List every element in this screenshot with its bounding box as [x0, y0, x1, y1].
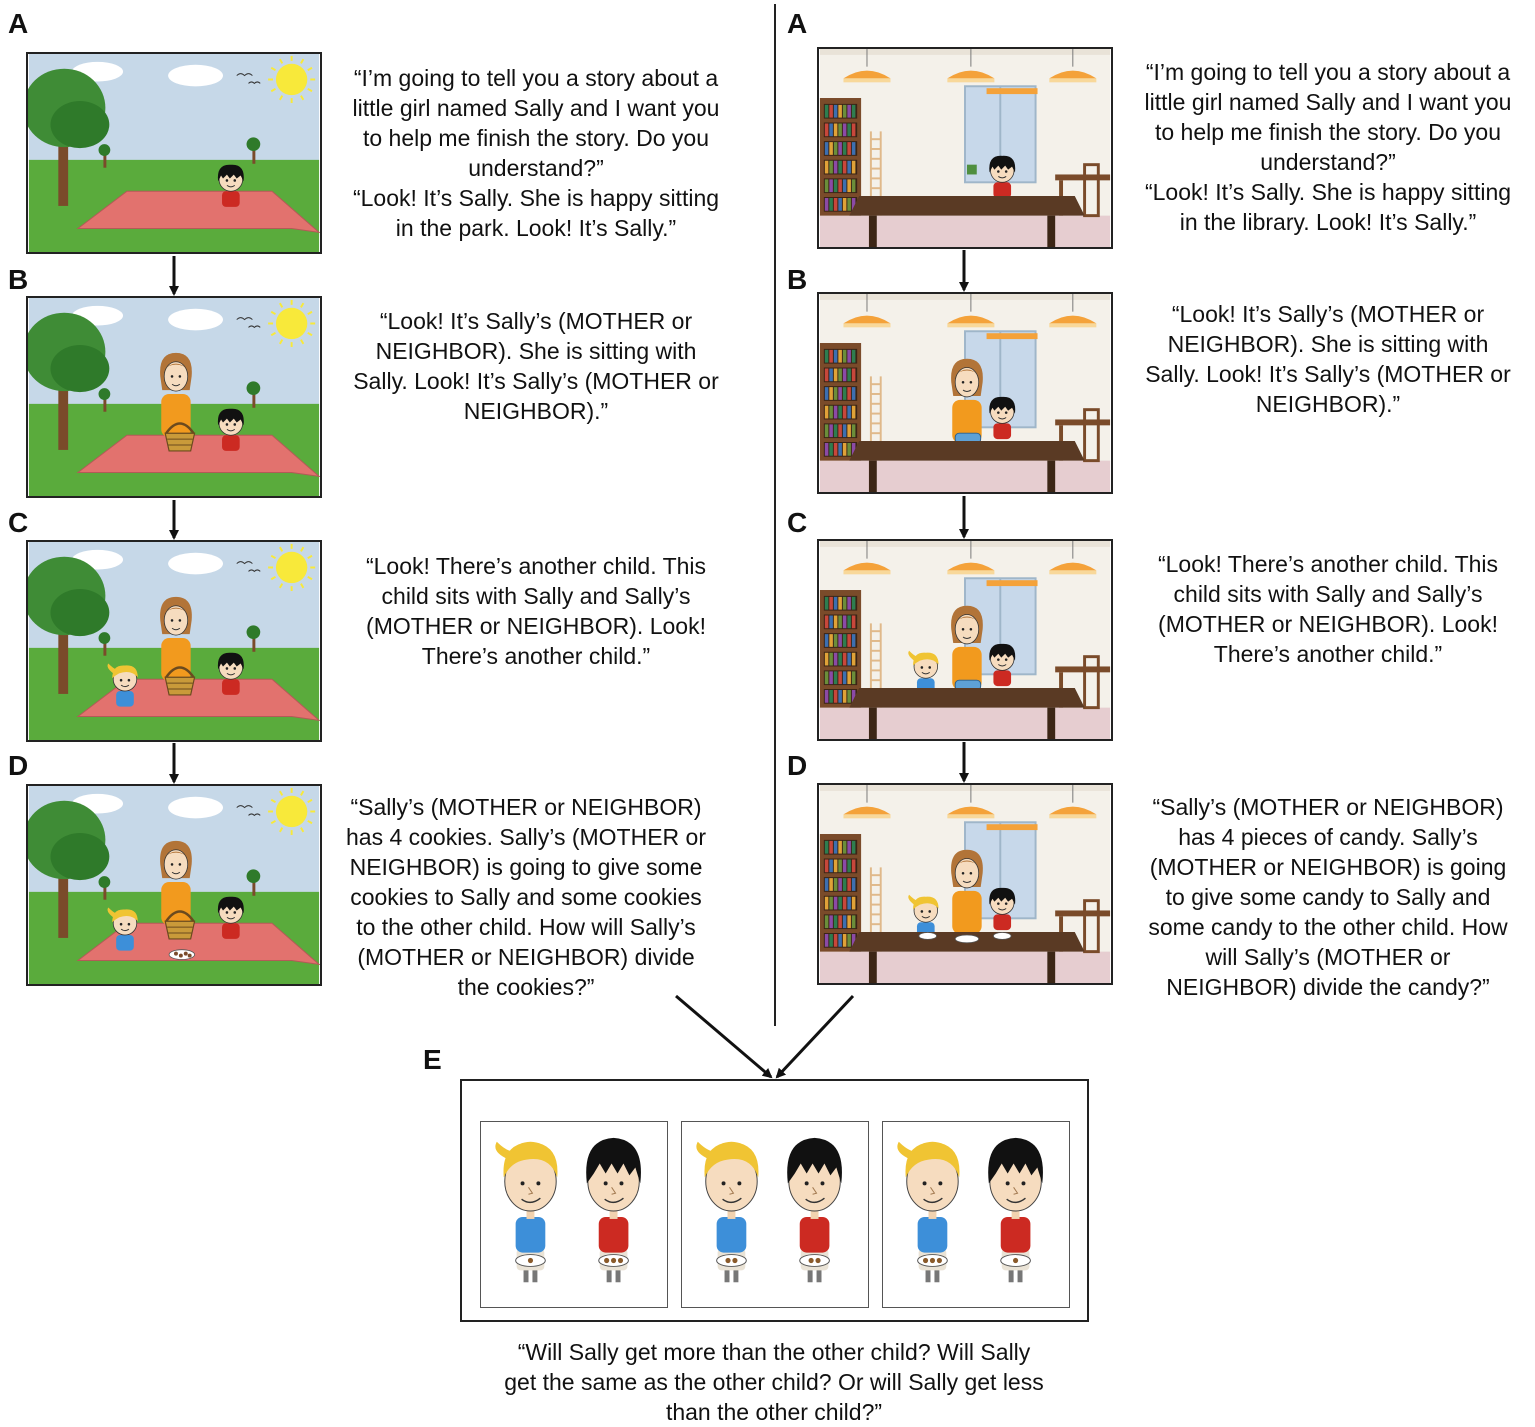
- panel-e-options-box: [460, 1079, 1089, 1322]
- left-panel-c-illustration: [26, 540, 322, 742]
- right-panel-c-label: C: [787, 507, 808, 538]
- caption-line: to help me finish the story. Do you: [1154, 119, 1502, 145]
- caption-line: “Sally’s (MOTHER or NEIGHBOR): [1152, 794, 1504, 820]
- caption-line: “I’m going to tell you a story about a: [1145, 59, 1511, 85]
- right-panel-b-illustration: [817, 292, 1113, 494]
- right-panel-d-caption: “Sally’s (MOTHER or NEIGHBOR) has 4 piece…: [1118, 792, 1535, 1002]
- panel-e-question: “Will Sally get more than the other chil…: [434, 1337, 1114, 1427]
- caption-line: cookies to Sally and some cookies: [350, 884, 702, 910]
- caption-line: little girl named Sally and I want you: [1144, 89, 1512, 115]
- caption-line: has 4 cookies. Sally’s (MOTHER or: [345, 824, 706, 850]
- left-panel-a-label: A: [8, 8, 29, 39]
- caption-line: has 4 pieces of candy. Sally’s: [1178, 824, 1478, 850]
- option-sally-less: [882, 1121, 1070, 1308]
- left-panel-b-illustration: [26, 296, 322, 498]
- right-panel-c-illustration: [817, 539, 1113, 741]
- caption-line: to the other child. How will Sally’s: [356, 914, 696, 940]
- caption-line: NEIGHBOR). She is sitting with: [1167, 331, 1489, 357]
- caption-line: in the park. Look! It’s Sally.”: [395, 215, 677, 241]
- caption-line: will Sally’s (MOTHER or: [1205, 944, 1451, 970]
- left-panel-a-caption: “I’m going to tell you a story about a li…: [326, 63, 746, 243]
- arrow-left-d-to-e: [675, 994, 773, 1079]
- column-divider: [774, 4, 776, 1026]
- right-panel-a-illustration: [817, 47, 1113, 249]
- caption-line: in the library. Look! It’s Sally.”: [1179, 209, 1477, 235]
- caption-line: get the same as the other child? Or will…: [504, 1369, 1044, 1395]
- caption-line: “Sally’s (MOTHER or NEIGHBOR): [350, 794, 702, 820]
- left-panel-b-label: B: [8, 264, 29, 295]
- caption-line: to give some candy to Sally and: [1165, 884, 1491, 910]
- caption-line: (MOTHER or NEIGHBOR) is going: [1149, 854, 1507, 880]
- arrow-right-d-to-e: [775, 994, 855, 1079]
- caption-line: (MOTHER or NEIGHBOR) divide: [357, 944, 695, 970]
- caption-line: “Look! It’s Sally’s (MOTHER or: [1171, 301, 1485, 327]
- caption-line: NEIGHBOR) is going to give some: [349, 854, 703, 880]
- caption-line: some candy to the other child. How: [1148, 914, 1508, 940]
- panel-e-label: E: [423, 1044, 442, 1075]
- right-panel-b-label: B: [787, 264, 808, 295]
- caption-line: child sits with Sally and Sally’s: [381, 583, 691, 609]
- caption-line: Sally. Look! It’s Sally’s (MOTHER or: [353, 368, 719, 394]
- caption-line: NEIGHBOR) divide the candy?”: [1166, 974, 1490, 1000]
- option-sally-more: [480, 1121, 668, 1308]
- right-panel-d-label: D: [787, 750, 808, 781]
- right-panel-a-label: A: [787, 8, 808, 39]
- left-panel-d-caption: “Sally’s (MOTHER or NEIGHBOR) has 4 cooki…: [316, 792, 736, 1002]
- left-panel-c-caption: “Look! There’s another child. This child …: [326, 551, 746, 671]
- caption-line: (MOTHER or NEIGHBOR). Look!: [366, 613, 706, 639]
- caption-line: “Look! It’s Sally’s (MOTHER or: [379, 308, 693, 334]
- caption-line: understand?”: [468, 155, 604, 181]
- right-panel-d-illustration: [817, 783, 1113, 985]
- caption-line: “I’m going to tell you a story about a: [353, 65, 719, 91]
- left-panel-d-illustration: [26, 784, 322, 986]
- caption-line: understand?”: [1260, 149, 1396, 175]
- left-panel-d-label: D: [8, 750, 29, 781]
- option-equal: [681, 1121, 869, 1308]
- caption-line: the cookies?”: [457, 974, 595, 1000]
- caption-line: little girl named Sally and I want you: [352, 95, 720, 121]
- caption-line: “Will Sally get more than the other chil…: [517, 1339, 1031, 1365]
- caption-line: Sally. Look! It’s Sally’s (MOTHER or: [1145, 361, 1511, 387]
- right-panel-c-caption: “Look! There’s another child. This child …: [1118, 549, 1535, 669]
- caption-line: NEIGHBOR).”: [1255, 391, 1401, 417]
- caption-line: child sits with Sally and Sally’s: [1173, 581, 1483, 607]
- caption-line: “Look! There’s another child. This: [365, 553, 707, 579]
- caption-line: than the other child?”: [665, 1399, 883, 1425]
- left-panel-a-illustration: [26, 52, 322, 254]
- caption-line: There’s another child.”: [421, 643, 651, 669]
- right-panel-a-caption: “I’m going to tell you a story about a li…: [1118, 57, 1535, 237]
- caption-line: NEIGHBOR). She is sitting with: [375, 338, 697, 364]
- caption-line: “Look! There’s another child. This: [1157, 551, 1499, 577]
- caption-line: to help me finish the story. Do you: [362, 125, 710, 151]
- caption-line: NEIGHBOR).”: [463, 398, 609, 424]
- caption-line: “Look! It’s Sally. She is happy sitting: [352, 185, 720, 211]
- right-panel-b-caption: “Look! It’s Sally’s (MOTHER or NEIGHBOR).…: [1118, 299, 1535, 419]
- caption-line: (MOTHER or NEIGHBOR). Look!: [1158, 611, 1498, 637]
- caption-line: There’s another child.”: [1213, 641, 1443, 667]
- left-panel-c-label: C: [8, 507, 29, 538]
- left-panel-b-caption: “Look! It’s Sally’s (MOTHER or NEIGHBOR).…: [326, 306, 746, 426]
- caption-line: “Look! It’s Sally. She is happy sitting: [1144, 179, 1512, 205]
